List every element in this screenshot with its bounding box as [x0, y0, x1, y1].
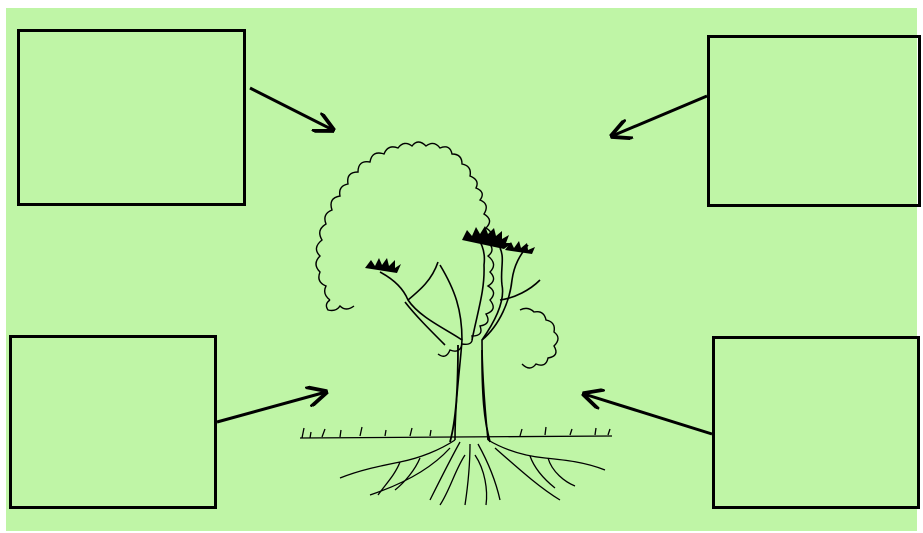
ground-grass: [299, 426, 613, 439]
label-box-bottom-right[interactable]: [712, 336, 920, 509]
diagram-background: [6, 8, 917, 531]
leaf-clusters: [365, 226, 535, 273]
tree-roots: [339, 439, 606, 506]
tree-branches: [379, 234, 541, 441]
label-box-bottom-left[interactable]: [9, 335, 217, 509]
arrow-top-left: [249, 86, 333, 130]
tree-trunk: [449, 344, 491, 443]
label-box-top-right[interactable]: [707, 35, 921, 207]
tree-crown: [315, 141, 559, 369]
arrow-bottom-right: [584, 394, 713, 436]
arrow-bottom-left: [216, 392, 326, 424]
arrow-top-right: [612, 94, 708, 136]
label-box-top-left[interactable]: [17, 29, 246, 206]
arrows: [216, 86, 713, 436]
